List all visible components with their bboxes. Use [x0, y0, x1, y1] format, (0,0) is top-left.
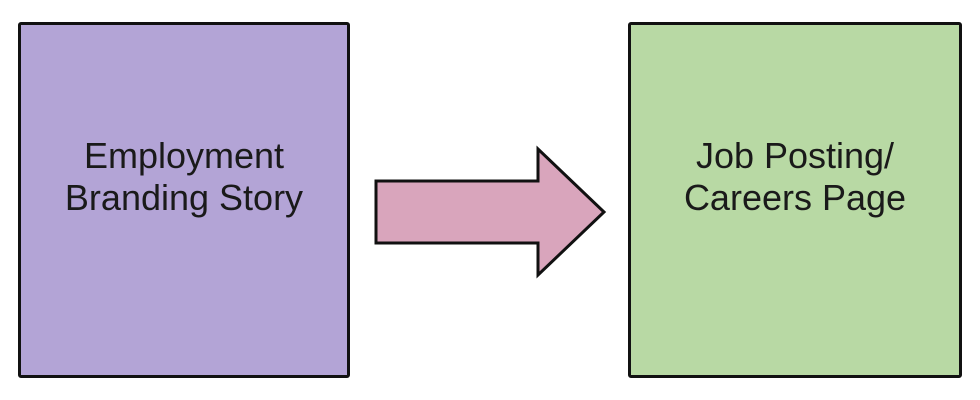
right-arrow-icon	[374, 145, 607, 279]
job-posting-careers-page-label: Job Posting/ Careers Page	[683, 135, 907, 218]
arrow-shape	[374, 145, 607, 279]
employment-branding-story-label: Employment Branding Story	[64, 135, 304, 218]
employment-branding-story-box: Employment Branding Story	[18, 22, 350, 378]
job-posting-careers-page-box: Job Posting/ Careers Page	[628, 22, 962, 378]
